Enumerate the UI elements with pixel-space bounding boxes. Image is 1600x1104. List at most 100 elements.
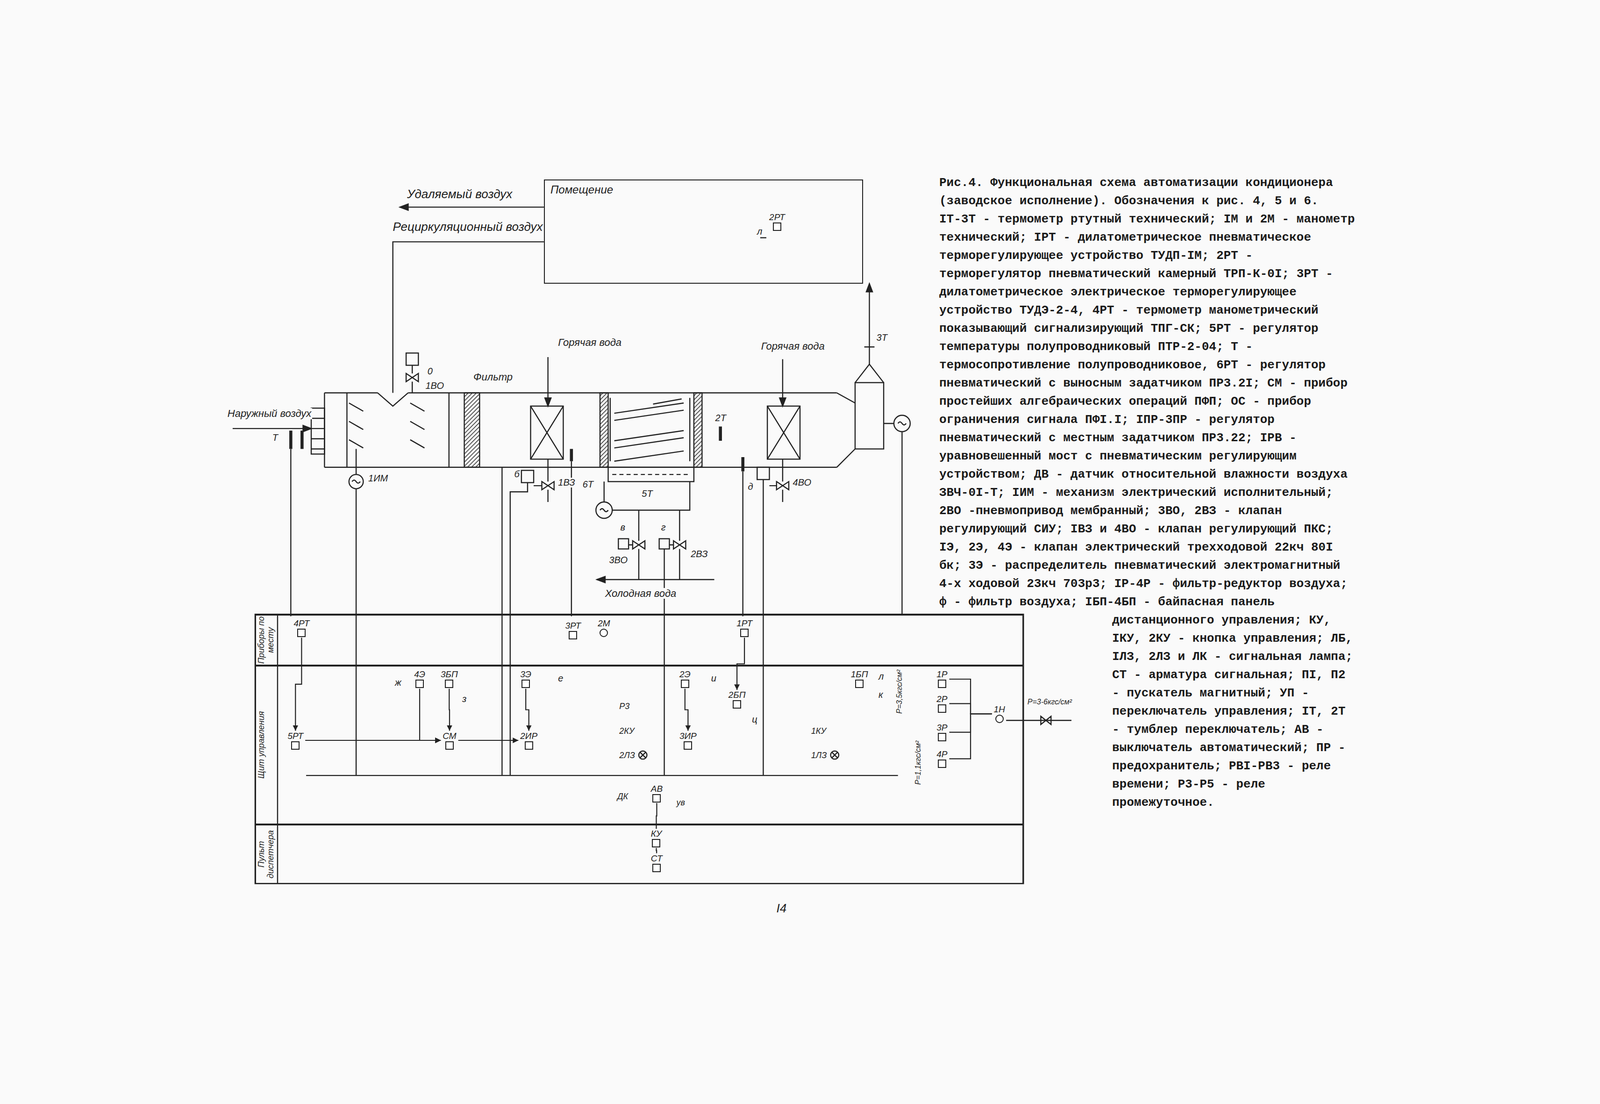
instrument-tag: 2Р [935, 694, 948, 704]
supply-air-line [864, 283, 875, 365]
part-label: 3ВО [607, 555, 629, 565]
hot-water-pipe [548, 357, 783, 502]
signal-line [655, 847, 658, 853]
part-label: Р=3,5кгс/см² [895, 668, 904, 715]
instrument-box: 3ИР [677, 730, 699, 750]
band-title: Пульт диспетчера [257, 825, 276, 883]
band-title: Приборы по месту [257, 615, 276, 665]
part-label: к [877, 689, 884, 700]
part-label: 1ВЗ [557, 477, 576, 488]
part-label: Горячая вода [557, 336, 623, 348]
panel-band: Пульт диспетчераКУСТ [255, 824, 1024, 884]
instrument-tag: 2ИР [519, 731, 538, 741]
signal-line [949, 703, 992, 714]
pump-sign [600, 508, 608, 512]
part-label: л [877, 671, 885, 682]
spray-chamber-wall [693, 392, 702, 467]
signal-line [525, 688, 529, 731]
arrowhead [596, 576, 605, 583]
regulator-box [618, 538, 629, 550]
part-label: 1КУ [810, 726, 828, 736]
part-label: з [461, 693, 468, 704]
impulse-tube [412, 365, 777, 545]
arrowhead [866, 283, 873, 292]
instrument-symbol [937, 704, 947, 713]
instrument-symbol [444, 679, 454, 688]
exhaust-air-line [400, 206, 544, 208]
panel-column-line [277, 614, 279, 884]
room-title: Помещение [544, 180, 619, 200]
part-label: 6Т [581, 479, 595, 490]
sensor-symbol [290, 426, 743, 472]
instrument-box: 4РТ [292, 618, 312, 638]
instrument-box: 4Э [412, 669, 428, 689]
signal-line [949, 713, 992, 759]
instrument-tag: СТ [650, 853, 664, 863]
sump-water [612, 473, 690, 475]
instrument-tag: 2Э [678, 669, 692, 679]
air-heater-cross [767, 406, 800, 460]
instrument-symbol [937, 759, 947, 768]
instrument-symbol [652, 863, 661, 872]
air-inlet [311, 407, 325, 454]
instrument-tag: 5РТ [286, 731, 304, 741]
part-label: Р=3-6кгс/см² [1026, 698, 1073, 707]
instrument-tag: 2БП [728, 690, 747, 700]
instrument-box: 2Э [677, 669, 693, 689]
fan-outlet [855, 364, 884, 383]
part-label: 4ВО [792, 477, 813, 488]
instrument-box: 4Р [934, 749, 950, 769]
air-heater [530, 406, 564, 460]
part-label: Холодная вода [604, 587, 678, 599]
part-label: д [746, 481, 754, 492]
instrument-box: 3БП [438, 669, 460, 689]
part-label: б [513, 469, 521, 479]
damper-blades [349, 402, 425, 475]
page-number: I4 [775, 901, 788, 915]
lamp-cross [639, 751, 838, 758]
motor-sign [351, 479, 360, 484]
figure-caption: Рис.4. Функциональная схема автоматизаци… [939, 175, 1355, 810]
instrument-tag: 3ИР [678, 731, 698, 741]
instrument-symbol [651, 838, 661, 848]
instrument-box: СМ [440, 730, 458, 750]
air-filter [464, 392, 480, 467]
part-label: Наружный воздух [226, 407, 313, 419]
instrument-box: 3Э [518, 669, 534, 689]
instrument-symbol [415, 679, 424, 688]
part-label: ув [675, 798, 686, 808]
instrument-box: 5РТ [285, 730, 306, 750]
air-heater [767, 406, 800, 460]
regulator-box [521, 470, 534, 483]
sensor-lead [760, 236, 767, 238]
recirculation-air-line [392, 241, 544, 393]
part-label: и [710, 673, 718, 684]
instrument-box: 2ИР [518, 730, 540, 750]
instrument-tag: 3БП [440, 669, 459, 679]
part-label: 1ВО [424, 380, 445, 391]
part-label: 1ЛЗ [810, 750, 828, 760]
instrument-box: СТ [649, 853, 665, 873]
instrument-box: 3Р [934, 722, 950, 742]
instrument-tag: 3Э [519, 669, 532, 679]
instrument-symbol [568, 630, 578, 640]
instrument-symbol [740, 628, 749, 637]
instrument-box: 1Р [934, 669, 950, 689]
instrument-tag: СМ [442, 731, 457, 741]
part-label: Т [271, 432, 279, 443]
instrument-tag: 4Р [935, 749, 948, 759]
inlet-louvers [311, 418, 325, 449]
instrument-tag: 1РТ [735, 618, 753, 628]
instrument-symbol [297, 628, 306, 637]
part-label: ц [750, 714, 758, 725]
actuator-motor [349, 474, 364, 489]
instrument-box: 2БП [726, 689, 748, 709]
control-panel-outline [255, 614, 1024, 884]
band-title: Щит управления [257, 666, 267, 824]
spray-sump [607, 467, 694, 482]
part-label: е [557, 673, 565, 684]
instrument-tag: 3Р [935, 722, 948, 732]
signal-line [736, 637, 745, 690]
